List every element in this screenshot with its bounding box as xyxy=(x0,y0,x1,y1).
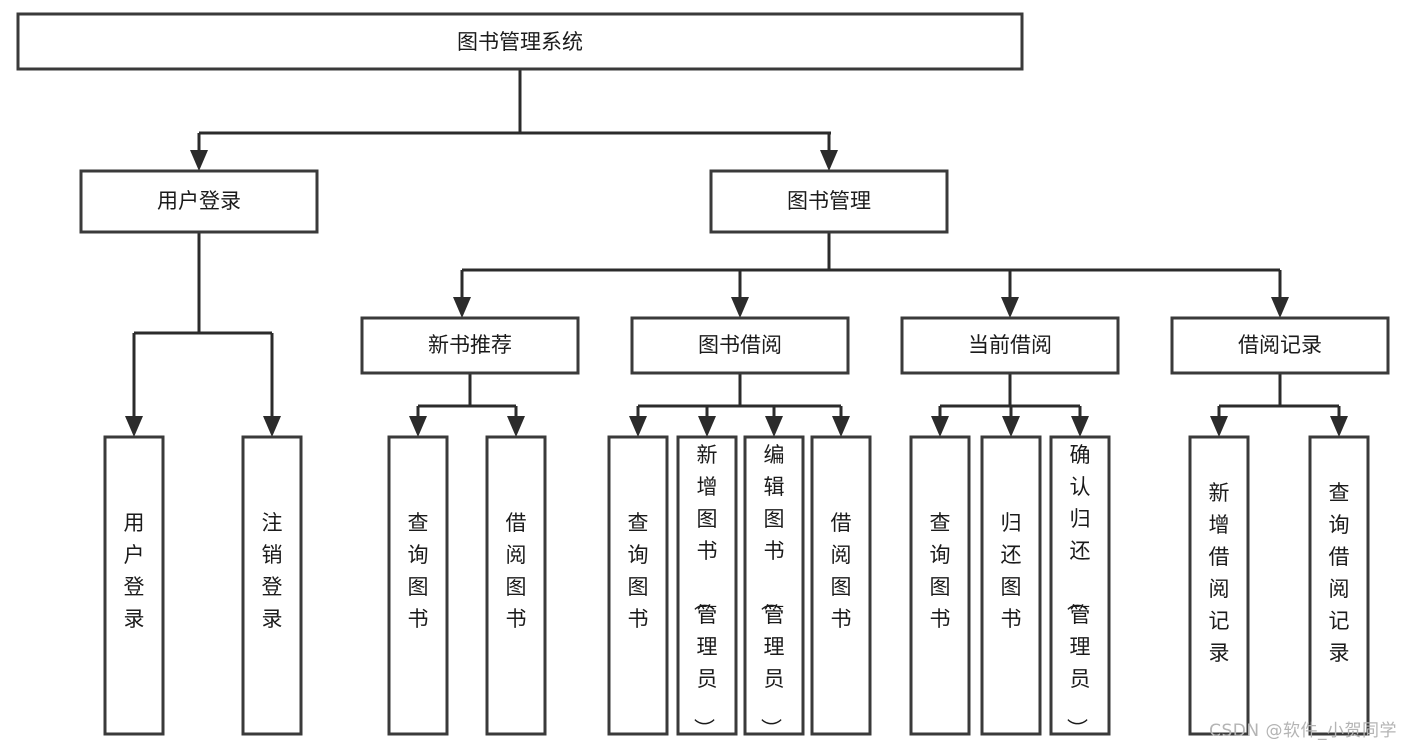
leaf-node-add-book[interactable]: 新增图书（管理员） xyxy=(676,435,738,739)
arrowhead-leaf-borrow-book-2 xyxy=(832,416,850,437)
arrowhead-leaf-logout xyxy=(263,416,281,437)
book-borrow-label: 图书借阅 xyxy=(698,333,782,357)
arrowhead-leaf-add-record xyxy=(1210,416,1228,437)
arrowhead-leaf-user-login xyxy=(125,416,143,437)
arrowhead-leaf-add-book xyxy=(698,416,716,437)
connectors-userlogin-to-leaves xyxy=(125,232,281,437)
connectors-root-to-level2 xyxy=(190,69,838,171)
leaf-node-query-book-2[interactable]: 查询图书 xyxy=(607,435,669,736)
leaf-node-query-book-3[interactable]: 查询图书 xyxy=(909,435,971,736)
book-management-label: 图书管理 xyxy=(787,189,871,213)
leaf-label-edit-book: 编辑图书（管理员） xyxy=(759,443,785,739)
borrow-record-label: 借阅记录 xyxy=(1238,333,1322,357)
leaf-label-add-record: 新增借阅记录 xyxy=(1209,481,1230,665)
connectors-bookmgmt-to-level3 xyxy=(453,232,1289,318)
node-borrow-record[interactable]: 借阅记录 xyxy=(1170,316,1390,375)
leaf-box-query-record[interactable] xyxy=(1308,435,1370,736)
leaf-box-edit-book[interactable] xyxy=(743,435,805,736)
borrow-record-box[interactable] xyxy=(1170,316,1390,375)
arrowhead-book-mgmt xyxy=(820,150,838,171)
leaf-label-return-book: 归还图书 xyxy=(1001,511,1022,631)
arrowhead-new-book-recommend xyxy=(453,297,471,318)
user-login-label: 用户登录 xyxy=(157,189,241,213)
arrowhead-leaf-edit-book xyxy=(765,416,783,437)
leaf-node-borrow-book-2[interactable]: 借阅图书 xyxy=(810,435,872,736)
root-label: 图书管理系统 xyxy=(457,30,583,54)
arrowhead-book-borrow xyxy=(731,297,749,318)
leaf-node-borrow-book-1[interactable]: 借阅图书 xyxy=(485,435,547,736)
root-box[interactable] xyxy=(16,12,1024,71)
leaf-box-confirm-return[interactable] xyxy=(1049,435,1111,736)
leaf-label-query-book-1: 查询图书 xyxy=(408,511,429,631)
arrowhead-current-borrow xyxy=(1001,297,1019,318)
arrowhead-leaf-query-record xyxy=(1330,416,1348,437)
leaf-label-logout: 注销登录 xyxy=(262,511,283,631)
arrowhead-leaf-query-book-1 xyxy=(409,416,427,437)
user-login-box[interactable] xyxy=(79,169,319,234)
node-user-login[interactable]: 用户登录 xyxy=(79,169,319,234)
leaf-box-add-record[interactable] xyxy=(1188,435,1250,736)
node-book-management[interactable]: 图书管理 xyxy=(709,169,949,234)
leaf-node-add-record[interactable]: 新增借阅记录 xyxy=(1188,435,1250,736)
current-borrow-label: 当前借阅 xyxy=(968,333,1052,357)
arrowhead-user-login xyxy=(190,150,208,171)
leaf-node-user-login[interactable]: 用户登录 xyxy=(103,435,165,736)
book-management-box[interactable] xyxy=(709,169,949,234)
leaf-label-confirm-return: 确认归还（管理员） xyxy=(1065,443,1091,739)
leaf-box-borrow-book-2[interactable] xyxy=(810,435,872,736)
leaf-label-query-record: 查询借阅记录 xyxy=(1329,481,1350,665)
leaf-node-return-book[interactable]: 归还图书 xyxy=(980,435,1042,736)
leaf-label-query-book-2: 查询图书 xyxy=(628,511,649,631)
node-root-system[interactable]: 图书管理系统 xyxy=(16,12,1024,71)
leaf-box-return-book[interactable] xyxy=(980,435,1042,736)
connectors-borrowrecord-to-leaves xyxy=(1210,373,1348,437)
node-book-borrow[interactable]: 图书借阅 xyxy=(630,316,850,375)
leaf-box-user-login[interactable] xyxy=(103,435,165,736)
leaf-node-query-record[interactable]: 查询借阅记录 xyxy=(1308,435,1370,736)
leaf-node-edit-book[interactable]: 编辑图书（管理员） xyxy=(743,435,805,739)
connectors-newbook-to-leaves xyxy=(409,373,525,437)
leaf-node-query-book-1[interactable]: 查询图书 xyxy=(387,435,449,736)
arrowhead-leaf-query-book-3 xyxy=(931,416,949,437)
leaf-label-user-login: 用户登录 xyxy=(124,511,145,631)
arrowhead-leaf-confirm-return xyxy=(1071,416,1089,437)
arrowhead-leaf-return-book xyxy=(1002,416,1020,437)
node-new-book-recommend[interactable]: 新书推荐 xyxy=(360,316,580,375)
leaf-label-query-book-3: 查询图书 xyxy=(930,511,951,631)
leaf-box-borrow-book-1[interactable] xyxy=(485,435,547,736)
leaf-box-logout[interactable] xyxy=(241,435,303,736)
leaf-box-query-book-3[interactable] xyxy=(909,435,971,736)
book-borrow-box[interactable] xyxy=(630,316,850,375)
leaf-box-query-book-1[interactable] xyxy=(387,435,449,736)
leaf-box-add-book[interactable] xyxy=(676,435,738,736)
arrowhead-borrow-record xyxy=(1271,297,1289,318)
leaf-node-confirm-return[interactable]: 确认归还（管理员） xyxy=(1049,435,1111,739)
new-book-recommend-label: 新书推荐 xyxy=(428,333,512,357)
leaf-label-borrow-book-1: 借阅图书 xyxy=(506,511,527,631)
connectors-currentborrow-to-leaves xyxy=(931,373,1089,437)
leaf-label-add-book: 新增图书（管理员） xyxy=(692,443,718,739)
node-current-borrow[interactable]: 当前借阅 xyxy=(900,316,1120,375)
leaf-label-borrow-book-2: 借阅图书 xyxy=(831,511,852,631)
arrowhead-leaf-borrow-book-1 xyxy=(507,416,525,437)
arrowhead-leaf-query-book-2 xyxy=(629,416,647,437)
connectors-bookborrow-to-leaves xyxy=(629,373,850,437)
leaf-node-logout[interactable]: 注销登录 xyxy=(241,435,303,736)
current-borrow-box[interactable] xyxy=(900,316,1120,375)
leaf-box-query-book-2[interactable] xyxy=(607,435,669,736)
new-book-recommend-box[interactable] xyxy=(360,316,580,375)
